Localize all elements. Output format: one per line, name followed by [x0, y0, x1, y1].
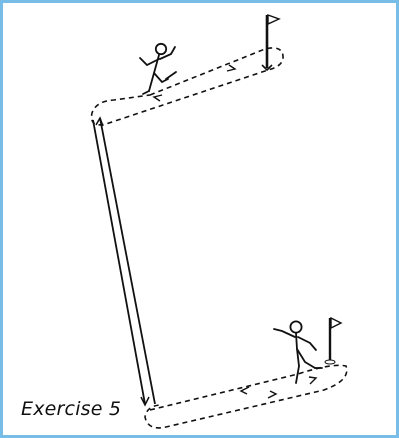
top-flag-icon	[262, 15, 279, 70]
exercise-caption: Exercise 5	[21, 398, 121, 420]
diagonal-run-lines	[93, 118, 155, 405]
bottom-dashed-loop	[145, 365, 347, 428]
bottom-flag-icon	[325, 318, 341, 364]
bottom-runner-icon	[274, 321, 322, 383]
top-dashed-loop	[92, 48, 284, 125]
direction-arrows	[154, 65, 316, 398]
